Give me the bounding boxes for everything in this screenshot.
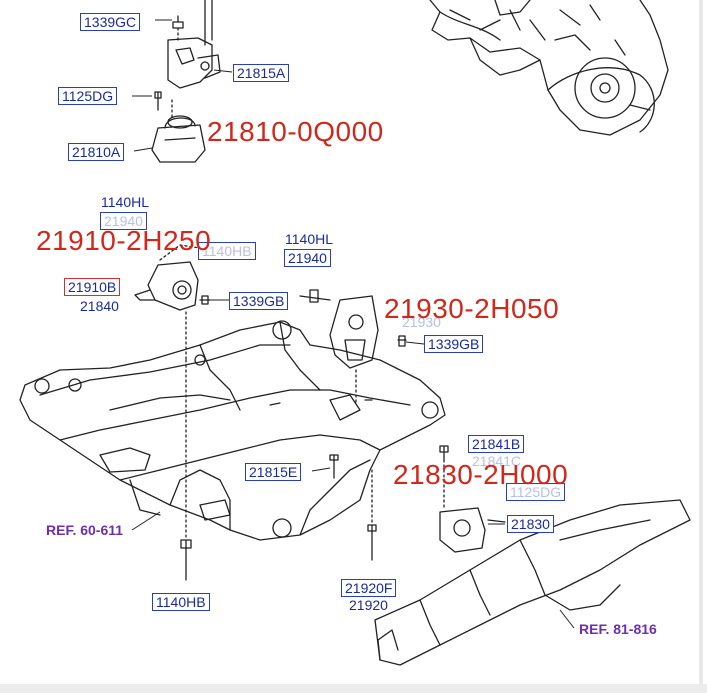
- label-1339gb-right: 1339GB: [424, 335, 484, 353]
- bottom-scroll-strip: [0, 684, 707, 693]
- label-21841b: 21841B: [468, 435, 525, 453]
- label-1140hl-center: 1140HL: [285, 231, 334, 247]
- label-1140hb-faded: 1140HB: [198, 242, 256, 260]
- label-1140hl-upper: 1140HL: [101, 194, 150, 210]
- label-21930-faded: 21930: [402, 314, 441, 330]
- part-number-21910-2h250: 21910-2H250: [36, 225, 212, 256]
- ref-link-81-816[interactable]: REF. 81-816: [579, 621, 657, 637]
- subframe-bolts-drawing: [180, 359, 377, 581]
- label-1339gc: 1339GC: [80, 13, 141, 31]
- label-1125dg-faded: 1125DG: [506, 483, 566, 501]
- label-1125dg: 1125DG: [58, 87, 118, 105]
- label-1339gb-left: 1339GB: [229, 292, 289, 310]
- label-21815a: 21815A: [233, 64, 290, 82]
- label-21830: 21830: [507, 515, 554, 533]
- part-number-21930-2h050: 21930-2H050: [384, 293, 560, 324]
- label-21940: 21940: [284, 249, 331, 267]
- subframe-drawing: [19, 320, 446, 541]
- roll-mount-drawing: [299, 289, 407, 406]
- label-21940-faded: 21940: [100, 212, 147, 230]
- part-number-21810-0q000: 21810-0Q000: [207, 116, 384, 147]
- label-21815e: 21815E: [245, 463, 302, 481]
- label-1140hb: 1140HB: [152, 593, 210, 611]
- left-mount-drawing: [134, 244, 211, 361]
- label-21810a: 21810A: [68, 143, 125, 161]
- label-21841c-faded: 21841C: [472, 453, 522, 469]
- transmission-mount-drawing: [439, 445, 506, 553]
- ref-link-60-611[interactable]: REF. 60-611: [46, 522, 124, 538]
- engine-block-drawing: [429, 0, 669, 136]
- label-21840: 21840: [80, 298, 119, 314]
- label-21910b: 21910B: [64, 278, 121, 296]
- label-21920f: 21920F: [341, 579, 397, 597]
- part-number-21830-2h000: 21830-2H000: [393, 459, 569, 490]
- engine-mount-upper-drawing: [151, 0, 221, 163]
- label-21920: 21920: [349, 597, 388, 613]
- side-rail-drawing: [374, 499, 691, 666]
